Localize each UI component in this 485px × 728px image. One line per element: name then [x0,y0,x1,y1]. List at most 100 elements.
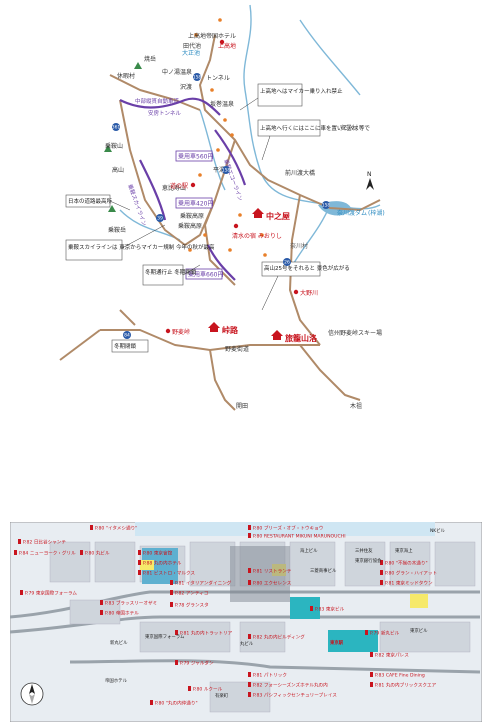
label-taisho: 大正池 [182,49,200,57]
callout: P.81 丸の内トラットリア [175,630,233,637]
svg-text:N: N [367,171,372,178]
toll-routes [119,97,247,281]
callout: P.82 日比谷シャンテ [18,539,66,546]
note-nihon-road: 日本の道路最高所 [68,197,113,205]
label-dam-note: (梓湖) [368,209,385,217]
label-kamikochi: 上高地 [218,42,236,50]
note-road: 高山25号をそれると 景色が広がる [264,264,350,272]
callout: P.80 グラン・ハイアット [380,570,437,577]
svg-text:P.80 エクセレンス: P.80 エクセレンス [253,581,292,587]
svg-text:P.81 パトリック: P.81 パトリック [253,673,287,679]
fare-badge-660: 乗用車660円 [188,271,223,279]
svg-text:三菱商事ビル: 三菱商事ビル [310,567,337,574]
svg-text:NKビル: NKビル [430,527,446,534]
callout: P.80 丸ビル [80,550,110,557]
peaks [104,62,142,212]
svg-text:P.82 フォーシーズンズホテル丸の内: P.82 フォーシーズンズホテル丸の内 [253,682,328,689]
callout: P.79 東京国際フォーラム [20,590,77,597]
callout: P.82 東京パレス [370,652,409,659]
leader-lines [109,97,279,311]
label-skyline: 乗鞍スカイライン [126,183,149,228]
label-teikoku: 上高地帝国ホテル [188,32,236,40]
fare-badges: 乗用車560円 乗用車420円 乗用車660円 [175,150,223,280]
svg-text:P.79 東京国際フォーラム: P.79 東京国際フォーラム [25,590,77,597]
svg-text:P.79 ジャルダン: P.79 ジャルダン [180,660,214,667]
note-winter: 冬期通行止 冬期閉鎖 [145,268,197,276]
svg-text:海上ビル: 海上ビル [300,547,318,554]
svg-text:東京国際フォーラム: 東京国際フォーラム [145,633,185,640]
marker-yamanoie [293,289,299,295]
callout: P.81 パトリック [248,672,287,679]
svg-text:P.81 ビストロ・マルクス: P.81 ビストロ・マルクス [143,570,195,577]
svg-text:P.81 丸の内トラットリア: P.81 丸の内トラットリア [180,630,233,637]
note-mycar: 上高地へはマイカー乗り入れ禁止 [260,87,343,95]
callouts: P.80 "イタメシ通り" P.82 日比谷シャンテ P.84 ニューヨーク・グ… [14,525,437,707]
fare-badge-420: 乗用車420円 [178,200,213,208]
label-nomugi: 野麦峠 [172,328,190,336]
svg-text:361: 361 [112,125,121,131]
label-ebisu: 恵比寿山 [162,184,186,192]
svg-text:東京銀行協会: 東京銀行協会 [355,557,382,564]
svg-text:東京海上: 東京海上 [395,547,413,554]
callout: P.82 アンティコ [170,590,208,597]
inn-nakanoya: 中之屋 [252,208,290,221]
road-network [59,34,381,411]
callout: P.81 東京ミッドタウン [380,580,433,587]
label-nagawa: 奈川村 [290,242,308,250]
callout: P.79 新丸ビル [365,630,400,637]
callout: P.80 東京會舘 [138,550,173,557]
svg-text:P.80 ブリーズ・オブ・トウキョウ: P.80 ブリーズ・オブ・トウキョウ [253,525,324,532]
svg-text:P.82 丸の内ビルディング: P.82 丸の内ビルディング [253,634,305,641]
peak-icon [108,205,116,212]
callout: P.81 丸の内ブリックスクエア [370,682,437,689]
note-skyline: 乗鞍スカイラインは 東京からマイカー規制 今年の秋が最高 [68,243,215,251]
scenic-dots [176,18,267,272]
mountain-road-map: 上高地帝国ホテル 田代池 大正池 上高地 中ノ湯温泉 トンネル 沢渡 坂巻温泉 … [59,4,385,411]
svg-text:東京駅: 東京駅 [330,639,344,646]
svg-text:P.80 "不揃の木通り": P.80 "不揃の木通り" [385,560,428,567]
building-labels: 東京国際フォーラム 新丸ビル 丸ビル 東京ビル 海上ビル 帝国ホテル 三菱商事ビ… [105,527,446,699]
svg-text:P.81 イタリアンダイニング: P.81 イタリアンダイニング [175,580,232,587]
marker-nomugi [165,328,171,334]
river-network [119,4,381,271]
label-hirayu: 平湯 [213,166,225,174]
callout: P.80 "丸の内仲通り" [150,700,198,707]
inn-touge: 峠路 [208,322,239,335]
callout: P.80 エクセレンス [248,580,292,587]
label-chubu-route: 中部縦貫自動車道 [135,97,180,105]
svg-text:158: 158 [322,203,331,209]
callout: P.82 フォーシーズンズホテル丸の内 [248,682,328,689]
callout: P.81 ビストロ・マルクス [138,570,195,577]
note-winter2: 冬期閉鎖 [114,342,137,350]
label-sawatari: 沢渡 [180,83,192,91]
svg-text:P.78 グランスタ: P.78 グランスタ [175,602,209,609]
label-nomugi-kaido: 野麦街道 [225,345,249,353]
svg-text:P.88 丸の内ホテル: P.88 丸の内ホテル [143,560,182,567]
svg-text:P.82 アンティコ: P.82 アンティコ [175,591,208,597]
route-shields: 158 158 158 26 39 84 361 [112,73,331,339]
svg-text:P.80 "イタメシ通り": P.80 "イタメシ通り" [95,525,137,532]
label-michi: 道の駅 [170,182,188,190]
peak-icon [104,145,112,152]
label-ecoline: 乗鞍エコーライン [222,158,245,203]
label-norikura-kogen: 乗鞍高原 [178,222,202,230]
callout: P.80 "イタメシ通り" [90,525,137,532]
map-labels: 上高地帝国ホテル 田代池 大正池 上高地 中ノ湯温泉 トンネル 沢渡 坂巻温泉 … [105,32,385,410]
callout: P.79 ジャルダン [175,660,214,667]
label-kiso-dani: 開田 [236,403,248,410]
north-arrow-icon: N [366,171,374,190]
inn-nomugi: 旅籠山洛 [271,330,318,343]
svg-text:有楽町: 有楽町 [215,692,229,699]
label-bojo: 坂巻温泉 [210,100,234,108]
svg-text:新丸ビル: 新丸ビル [110,639,128,646]
svg-text:26: 26 [284,260,290,266]
svg-text:P.83 CAFE Fine Dining: P.83 CAFE Fine Dining [375,673,425,679]
svg-text:P.80 ルクール: P.80 ルクール [193,687,223,693]
svg-text:P.80 丸ビル: P.80 丸ビル [85,550,110,557]
label-tunnel: トンネル [206,75,230,82]
callout: P.78 グランスタ [170,602,209,609]
svg-text:P.84 ニューヨーク・グリル: P.84 ニューヨーク・グリル [19,550,76,557]
marker-seisen [233,223,239,229]
label-yumeno: 休暇村 [117,72,135,80]
river-band [135,522,435,536]
